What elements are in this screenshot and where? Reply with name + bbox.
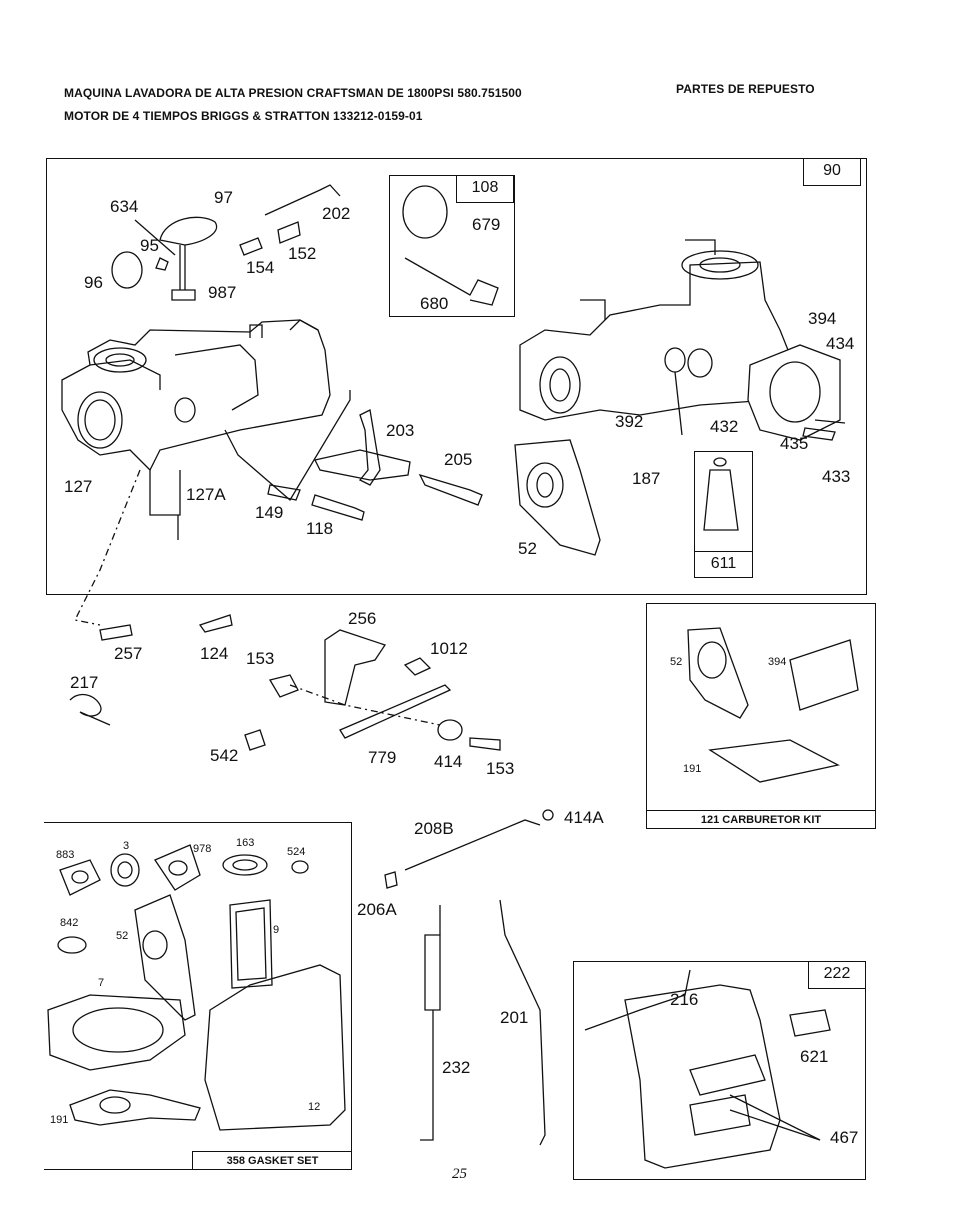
label-433: 433 [822,467,851,486]
label-124: 124 [200,644,229,663]
label-217: 217 [70,673,99,692]
label-978: 978 [193,843,212,855]
label-191-gasket: 191 [50,1114,69,1126]
label-149: 149 [255,503,284,522]
label-154: 154 [246,258,275,277]
label-414: 414 [434,752,463,771]
label-52: 52 [518,539,537,558]
box-tag-90: 90 [803,158,861,186]
label-127A: 127A [186,485,226,504]
box-tag-611: 611 [694,551,753,578]
label-205: 205 [444,450,473,469]
label-127: 127 [64,477,93,496]
label-256: 256 [348,609,377,628]
label-434: 434 [826,334,855,353]
label-779: 779 [368,748,397,767]
label-202: 202 [322,204,351,223]
label-394: 394 [808,309,837,328]
label-392: 392 [615,412,644,431]
label-680: 680 [420,294,449,313]
box-tag-108: 108 [456,175,514,203]
label-96: 96 [84,273,103,292]
label-435: 435 [780,434,809,453]
label-394-kit: 394 [768,656,787,668]
label-232: 232 [442,1058,471,1077]
label-201: 201 [500,1008,529,1027]
label-206A: 206A [357,900,397,919]
label-95: 95 [140,236,159,255]
label-542: 542 [210,746,239,765]
label-7: 7 [98,977,105,989]
label-842: 842 [60,917,79,929]
label-118: 118 [306,519,334,538]
air-filter-box [573,961,866,1180]
label-883: 883 [56,849,75,861]
label-432: 432 [710,417,739,436]
label-1012: 1012 [430,639,468,658]
page-number: 25 [452,1166,467,1182]
label-3: 3 [123,840,130,852]
carburetor-kit-box [646,603,876,829]
label-52-gasket: 52 [116,930,129,942]
label-12: 12 [308,1101,321,1113]
label-52-kit: 52 [670,656,683,668]
box-tag-222: 222 [808,961,866,989]
label-524: 524 [287,846,306,858]
label-621: 621 [800,1047,829,1066]
label-679: 679 [472,215,501,234]
title-line-1: MAQUINA LAVADORA DE ALTA PRESION CRAFTSM… [64,86,522,100]
label-152: 152 [288,244,317,263]
label-9: 9 [273,924,280,936]
gasket-set-caption: 358 GASKET SET [192,1151,352,1170]
label-203: 203 [386,421,415,440]
label-257: 257 [114,644,143,663]
title-line-2: MOTOR DE 4 TIEMPOS BRIGGS & STRATTON 133… [64,109,423,123]
carburetor-kit-caption: 121 CARBURETOR KIT [647,810,875,829]
label-187: 187 [632,469,661,488]
label-467: 467 [830,1128,859,1147]
label-216: 216 [670,990,699,1009]
label-987: 987 [208,283,237,302]
main-carburetor-box [46,158,867,595]
label-634: 634 [110,197,139,216]
inset-108-box [389,175,515,317]
label-163: 163 [236,837,255,849]
label-153-b: 153 [486,759,515,778]
gasket-set-box [44,822,352,1170]
title-right: PARTES DE REPUESTO [676,82,815,96]
label-414A: 414A [564,808,604,827]
label-191-kit: 191 [683,763,702,775]
label-97: 97 [214,188,233,207]
label-208B: 208B [414,819,454,838]
label-153-a: 153 [246,649,275,668]
